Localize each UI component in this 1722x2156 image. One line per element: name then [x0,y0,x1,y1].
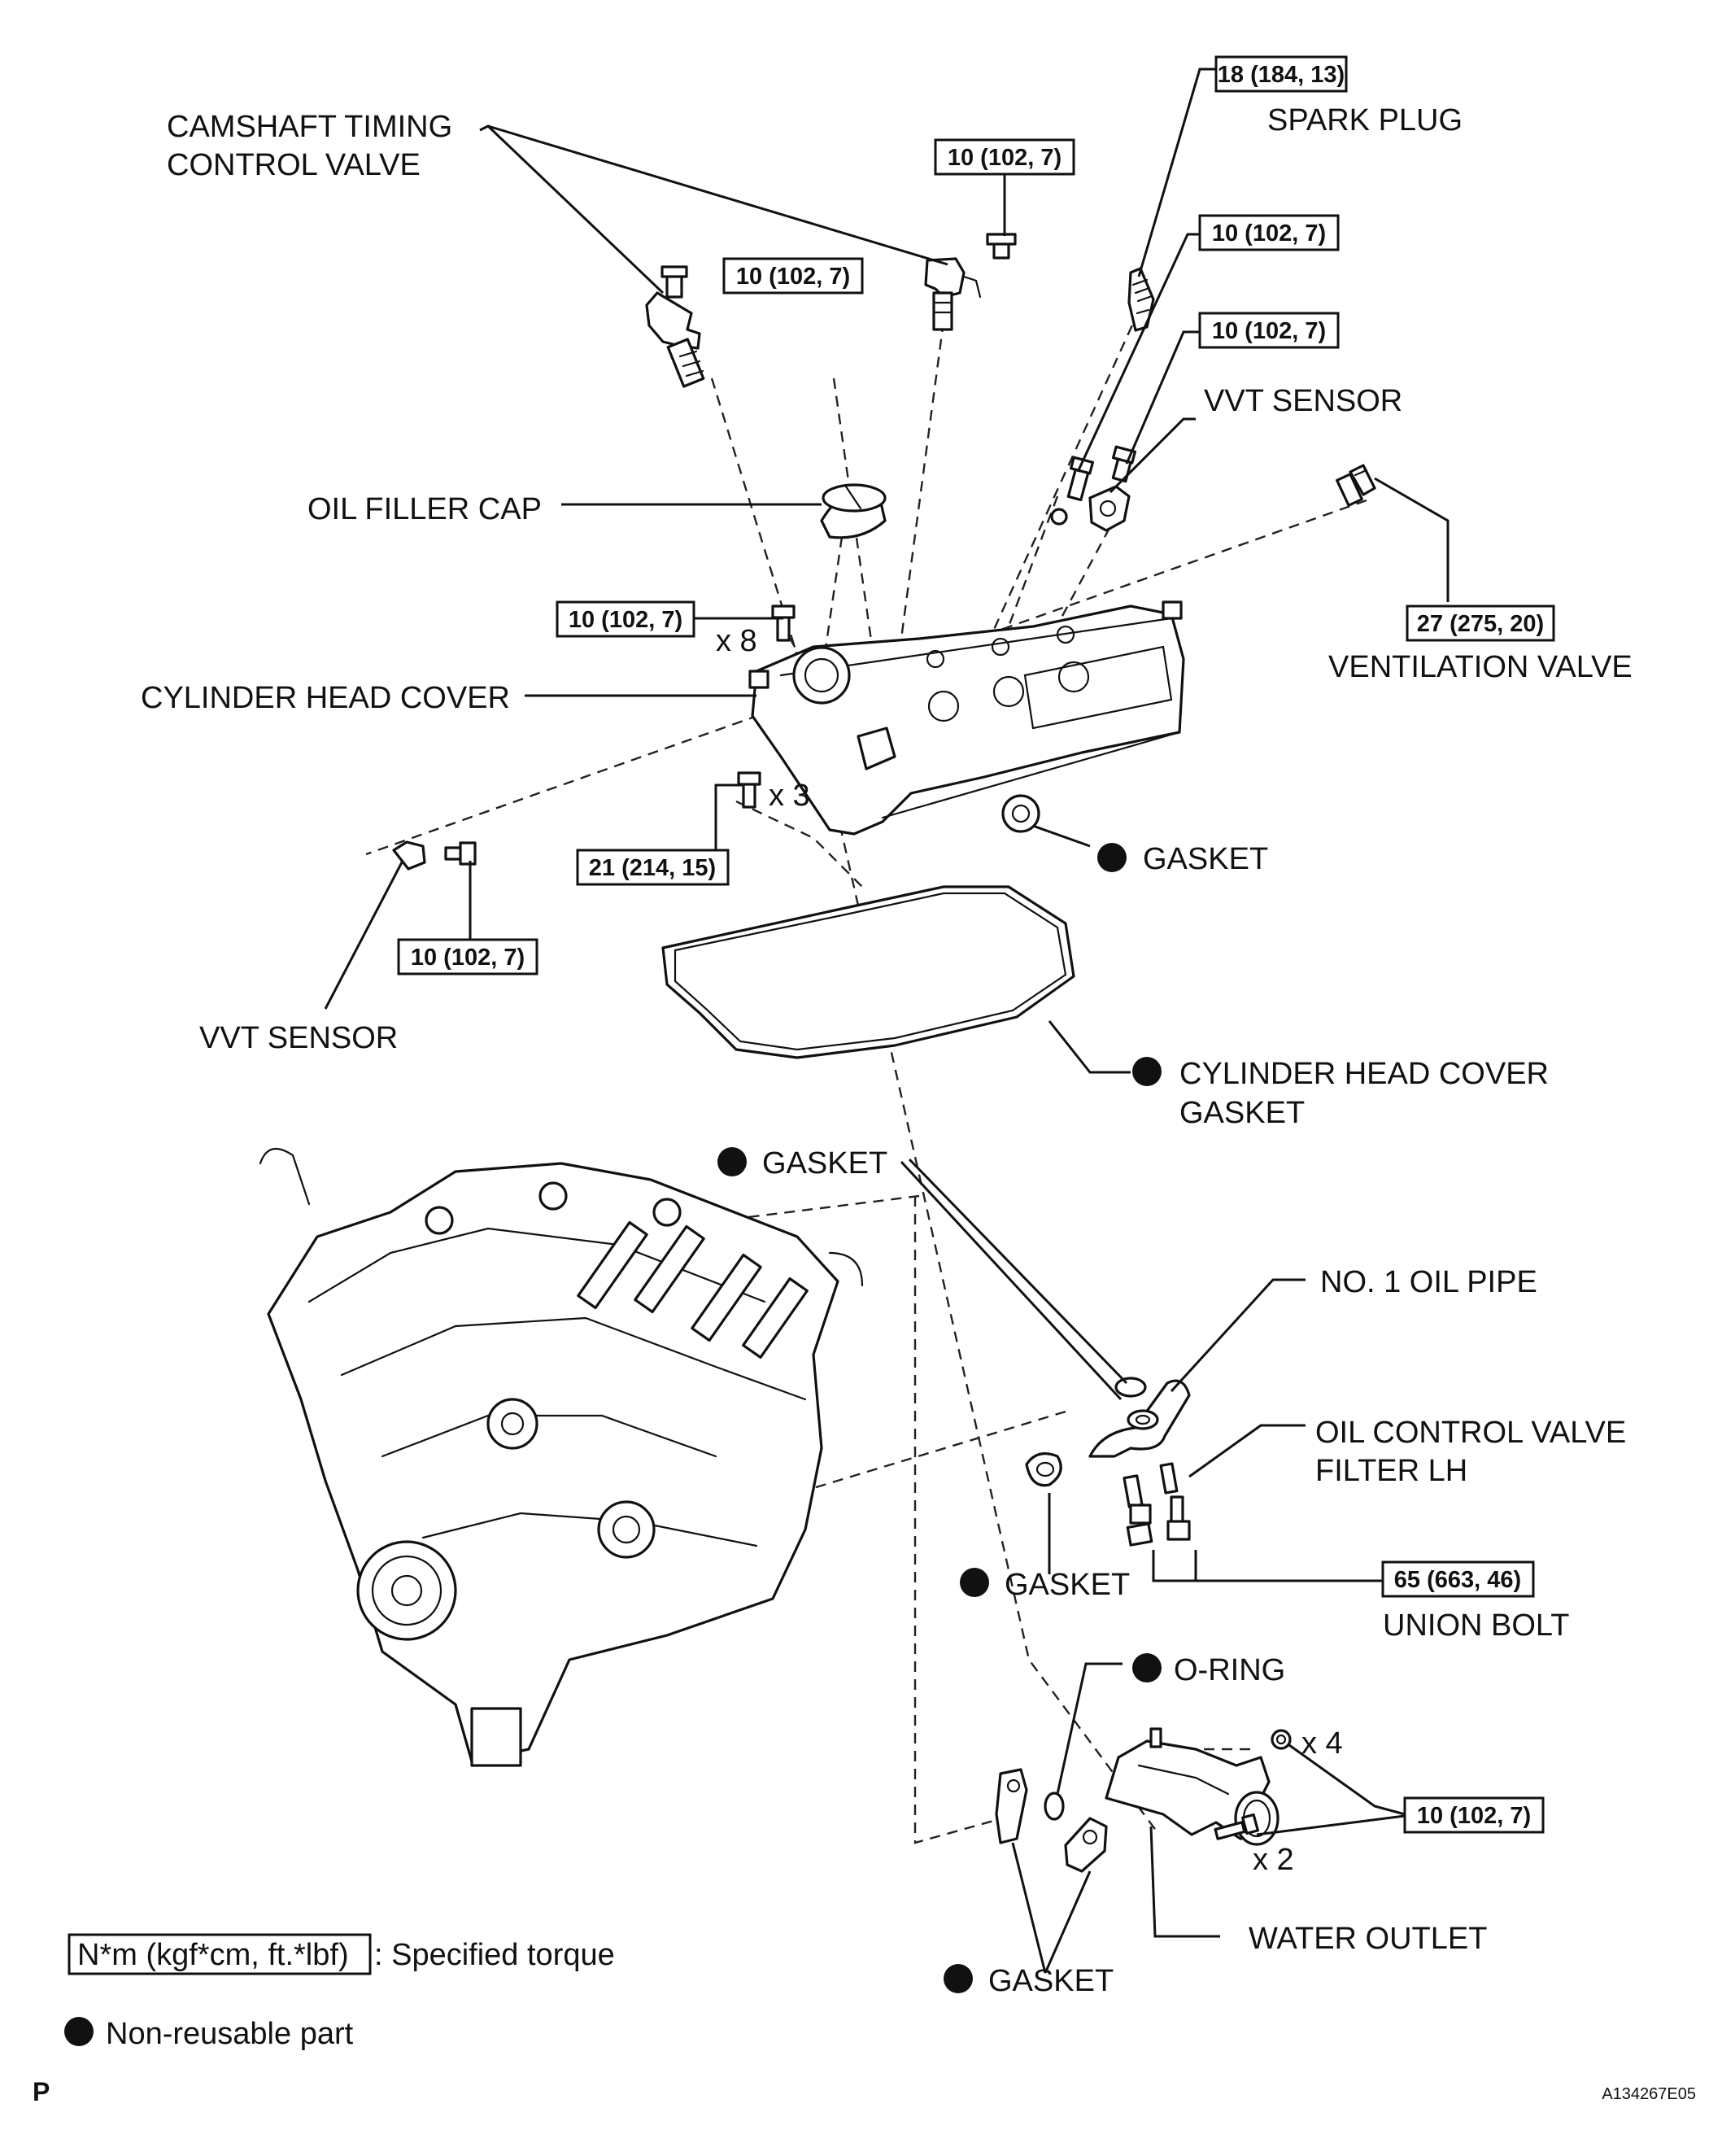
qty-cover-bolts: x 8 [716,624,757,658]
label-vvt-sensor-upper: VVT SENSOR [1204,384,1402,418]
label-no1-oil-pipe: NO. 1 OIL PIPE [1320,1265,1537,1299]
label-head-cover-gasket-line1: CYLINDER HEAD COVER [1179,1057,1549,1091]
svg-text:10 (102, 7): 10 (102, 7) [1417,1803,1531,1829]
label-ventilation-valve: VENTILATION VALVE [1328,650,1633,684]
qty-water-bolts: x 2 [1253,1843,1294,1877]
torque-union-bolt: 65 (663, 46) [1381,1560,1535,1598]
label-oil-filler-cap: OIL FILLER CAP [307,492,542,526]
vvt-sensor-upper-parts [1050,445,1137,532]
legend-torque-box-text: N*m (kgf*cm, ft.*lbf) [77,1938,349,1972]
label-gasket-upper: GASKET [1143,842,1268,876]
torque-spark-plug: 18 (184, 13) [1214,55,1348,93]
oil-filler-cap [820,483,887,539]
torque-cover-bolts-b: 21 (214, 15) [576,849,730,886]
water-outlet-fasteners [1214,1729,1292,1840]
camshaft-timing-control-valve-left [645,265,705,388]
svg-text:10 (102, 7): 10 (102, 7) [948,145,1062,171]
engine-block [259,1147,864,1767]
water-o-ring [1044,1792,1065,1821]
legend-torque-text: : Specified torque [374,1938,615,1972]
figure-code: A134267E05 [1602,2085,1696,2103]
label-camshaft-valve-line1: CAMSHAFT TIMING [167,110,452,144]
legend: N*m (kgf*cm, ft.*lbf) : Specified torque… [64,1933,615,2051]
label-union-bolt: UNION BOLT [1383,1608,1569,1643]
cover-bolts [737,604,796,809]
svg-text:10 (102, 7): 10 (102, 7) [411,945,525,971]
non-reusable-mark-o-ring [1132,1653,1162,1682]
non-reusable-mark-head-cover-gasket [1132,1057,1162,1086]
label-cylinder-head-cover: CYLINDER HEAD COVER [141,681,510,715]
leader-lines [324,68,1450,1974]
torque-vvt-bolt-b: 10 (102, 7) [1198,312,1340,349]
svg-text:18 (184, 13): 18 (184, 13) [1218,62,1345,88]
vvt-sensor-lower [392,840,477,871]
label-oil-control-valve-line2: FILTER LH [1315,1454,1467,1488]
torque-vvt-sensor-lower: 10 (102, 7) [397,938,538,975]
label-spark-plug: SPARK PLUG [1267,103,1463,137]
legend-torque-box [68,1933,372,1975]
label-o-ring: O-RING [1174,1653,1285,1687]
torque-ventilation-valve: 27 (275, 20) [1406,604,1555,642]
svg-text:10 (102, 7): 10 (102, 7) [1212,220,1326,247]
legend-non-reusable-dot [64,2017,94,2046]
svg-text:10 (102, 7): 10 (102, 7) [569,607,682,633]
label-head-cover-gasket-line2: GASKET [1179,1096,1305,1130]
legend-non-reusable-text: Non-reusable part [106,2017,354,2051]
svg-text:21 (214, 15): 21 (214, 15) [589,855,716,881]
svg-text:65 (663, 46): 65 (663, 46) [1394,1567,1521,1593]
svg-text:10 (102, 7): 10 (102, 7) [1212,318,1326,344]
camshaft-timing-control-valve-right [924,233,1017,331]
union-gasket [1025,1452,1062,1487]
crank-pulley [356,1540,457,1641]
water-gasket-b [1064,1817,1108,1873]
torque-water-outlet: 10 (102, 7) [1403,1796,1545,1834]
cylinder-head-cover [748,600,1185,836]
spark-plug [1127,267,1155,332]
cylinder-head-cover-gasket [661,885,1075,1059]
label-gasket-water: GASKET [988,1964,1114,1998]
label-gasket-oil-pipe: GASKET [762,1146,887,1181]
label-vvt-sensor-lower: VVT SENSOR [199,1021,398,1055]
torque-camshaft-valve-left: 10 (102, 7) [722,257,864,295]
no1-oil-pipe [1088,1377,1191,1458]
label-oil-control-valve-line1: OIL CONTROL VALVE [1315,1416,1626,1450]
torque-cover-bolts: 10 (102, 7) [556,600,695,638]
page-marker: P [33,2077,50,2106]
torque-vvt-bolt-a: 10 (102, 7) [1198,214,1340,251]
non-reusable-mark-gasket-oil-pipe [717,1147,747,1176]
ventilation-valve [1336,464,1376,507]
qty-water-nuts: x 4 [1301,1726,1343,1761]
qty-cover-bolts-b: x 3 [769,779,810,813]
label-gasket-union: GASKET [1005,1568,1130,1602]
union-bolts [1123,1462,1191,1547]
label-water-outlet: WATER OUTLET [1249,1922,1487,1956]
water-gasket-a [995,1768,1028,1844]
non-reusable-mark-gasket-union [960,1568,989,1597]
label-camshaft-valve-line2: CONTROL VALVE [167,148,421,182]
non-reusable-mark-gasket-water [944,1964,973,1993]
torque-camshaft-valve-right: 10 (102, 7) [934,138,1075,176]
camshafts [577,1220,809,1360]
non-reusable-mark-gasket-upper [1097,843,1127,872]
svg-text:27 (275, 20): 27 (275, 20) [1417,611,1544,637]
svg-text:10 (102, 7): 10 (102, 7) [736,264,850,290]
